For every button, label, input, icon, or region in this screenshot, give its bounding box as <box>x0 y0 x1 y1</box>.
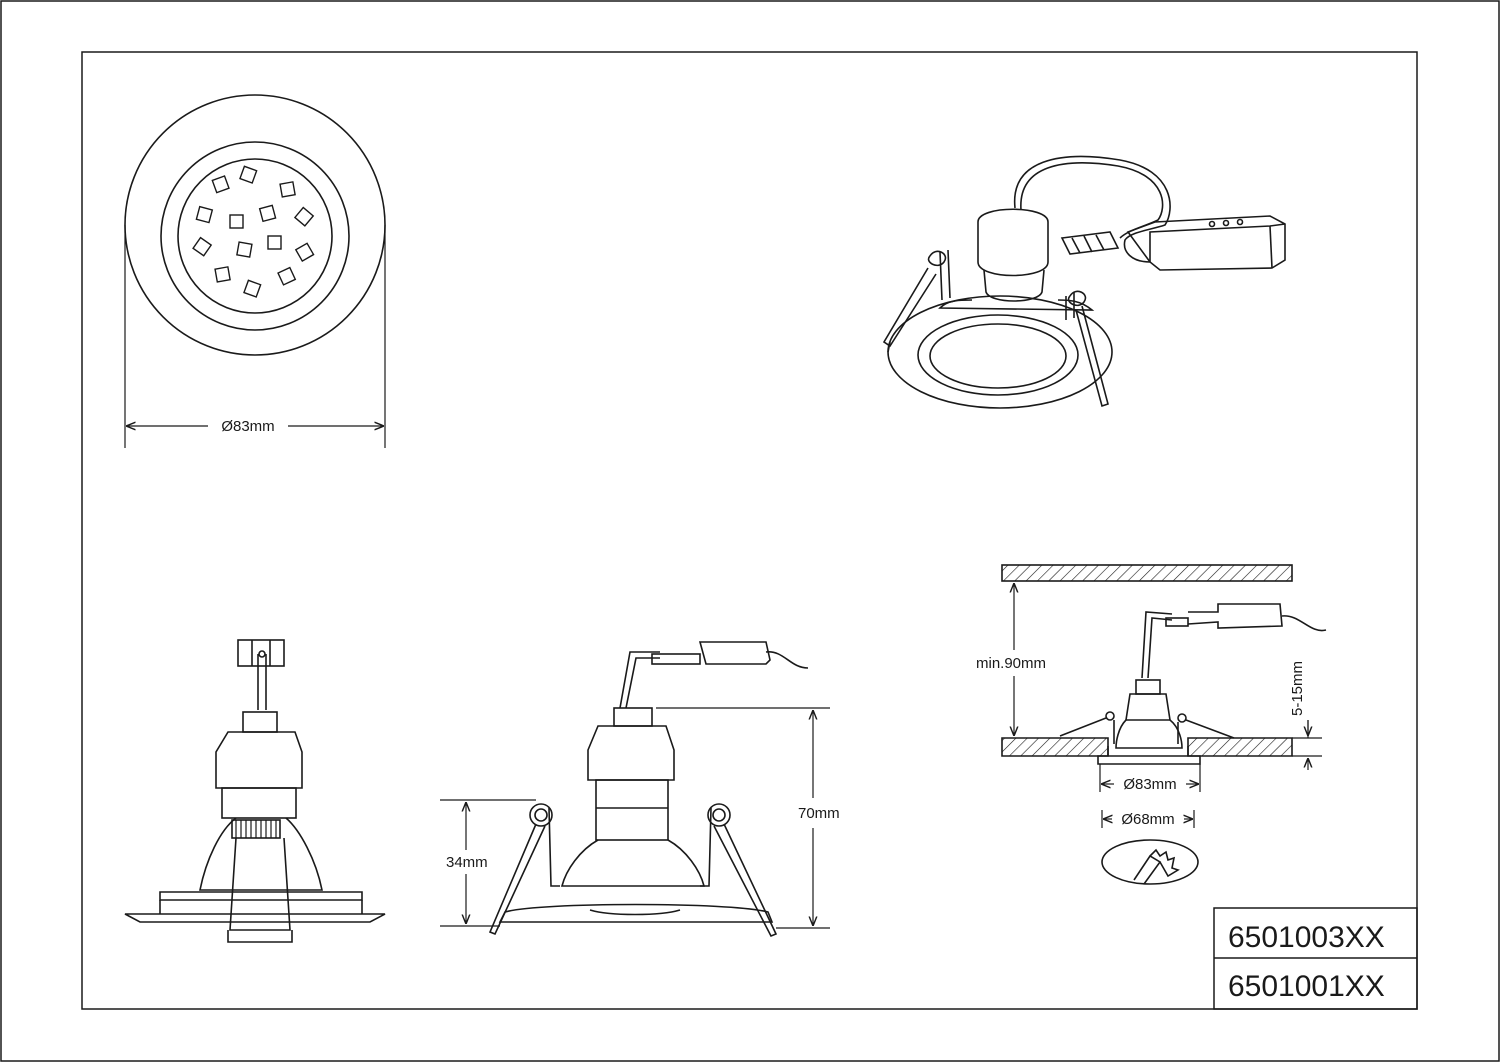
depth-34-label: 34mm <box>446 854 488 871</box>
drawing-frame <box>81 51 1418 1010</box>
height-70-label: 70mm <box>798 805 840 822</box>
top-view-diameter-label: Ø83mm <box>221 418 274 435</box>
cutout-diameter-label: Ø68mm <box>1121 811 1174 828</box>
ceiling-thickness-label: 5-15mm <box>1289 661 1306 716</box>
front-view-drawing <box>124 639 386 943</box>
install-diameter-label: Ø83mm <box>1123 776 1176 793</box>
title-block <box>1213 907 1418 1010</box>
installation-dimensions <box>1014 583 1322 828</box>
top-view-dimension <box>124 225 386 448</box>
installed-lamp-drawing <box>1059 603 1327 765</box>
ceiling-min-label: min.90mm <box>976 655 1046 672</box>
model-code-2: 6501001XX <box>1228 970 1385 1003</box>
top-view-drawing <box>124 94 386 356</box>
saw-icon <box>1101 839 1199 885</box>
installation-view-drawing <box>1001 564 1293 757</box>
side-view-drawing <box>488 641 809 938</box>
side-view-dimensions <box>440 707 830 929</box>
isometric-view-drawing <box>882 155 1286 409</box>
model-code-1: 6501003XX <box>1228 921 1385 954</box>
